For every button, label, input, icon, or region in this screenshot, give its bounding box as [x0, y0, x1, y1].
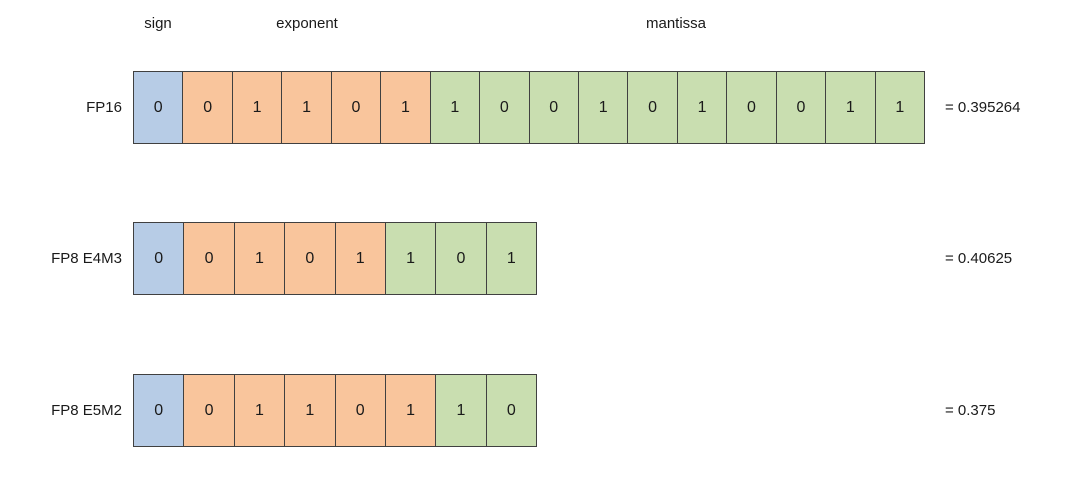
exponent-bit-cell: 0: [183, 375, 234, 446]
sign-column-header: sign: [144, 15, 172, 32]
exponent-bit-cell: 1: [284, 375, 335, 446]
row-value: = 0.40625: [945, 250, 1013, 267]
exponent-bit-cell: 0: [334, 375, 385, 446]
mantissa-bit-cell: 1: [429, 72, 480, 143]
mantissa-bit-cell: 0: [726, 72, 776, 143]
exponent-bit-cell: 1: [231, 72, 282, 143]
mantissa-bit-cell: 1: [676, 72, 727, 143]
exponent-bit-cell: 1: [334, 223, 385, 294]
row-label: FP8 E5M2: [51, 402, 122, 419]
mantissa-bit-cell: 1: [485, 223, 536, 294]
exponent-bit-cell: 1: [281, 72, 331, 143]
exponent-bit-cell: 0: [183, 223, 234, 294]
row-value: = 0.375: [945, 402, 996, 419]
mantissa-bit-cell: 0: [485, 375, 536, 446]
exponent-bit-cell: 0: [284, 223, 335, 294]
mantissa-bit-cell: 1: [435, 375, 486, 446]
sign-bit-cell: 0: [134, 223, 184, 294]
mantissa-bit-cell: 1: [384, 223, 436, 294]
sign-bit-cell: 0: [134, 375, 184, 446]
mantissa-bit-cell: 1: [825, 72, 875, 143]
exponent-bit-cell: 1: [233, 375, 285, 446]
exponent-bit-cell: 0: [182, 72, 232, 143]
row-label: FP8 E4M3: [51, 250, 122, 267]
row-label: FP16: [86, 99, 122, 116]
row-value: = 0.395264: [945, 99, 1021, 116]
exponent-bit-cell: 1: [384, 375, 436, 446]
exponent-bit-cell: 1: [380, 72, 430, 143]
mantissa-bit-cell: 0: [479, 72, 529, 143]
mantissa-bit-cell: 1: [577, 72, 628, 143]
exponent-bit-cell: 0: [330, 72, 381, 143]
mantissa-bit-cell: 0: [627, 72, 677, 143]
mantissa-bit-cell: 1: [874, 72, 924, 143]
mantissa-bit-cell: 0: [775, 72, 826, 143]
exponent-column-header: exponent: [276, 15, 338, 32]
exponent-bit-cell: 1: [233, 223, 285, 294]
mantissa-column-header: mantissa: [645, 15, 707, 32]
mantissa-bit-cell: 0: [435, 223, 486, 294]
sign-bit-cell: 0: [134, 72, 183, 143]
mantissa-bit-cell: 0: [528, 72, 578, 143]
